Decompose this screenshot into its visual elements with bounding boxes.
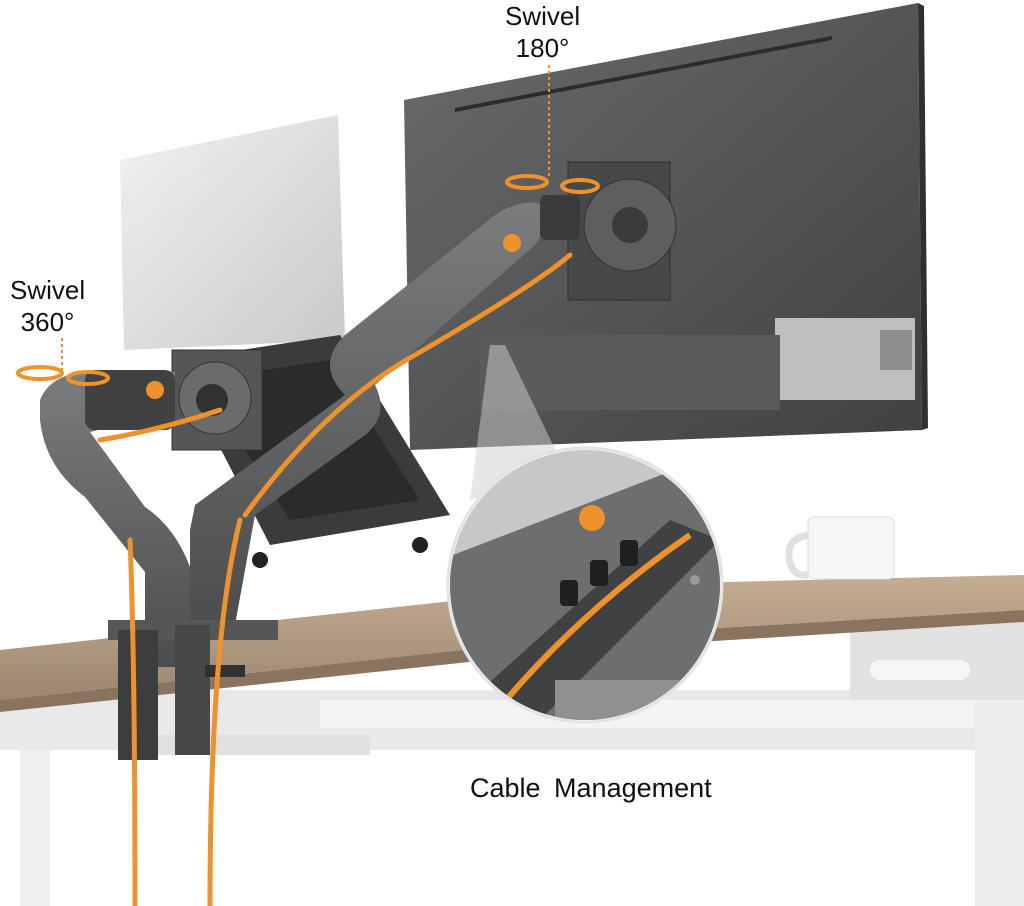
desk-clamps bbox=[108, 620, 278, 760]
swivel-180-label: Swivel 180° bbox=[505, 0, 580, 64]
swivel-360-label: Swivel 360° bbox=[10, 274, 85, 338]
cable-management-label: Cable Management bbox=[470, 773, 712, 803]
monitor-arm-right bbox=[190, 195, 580, 625]
swivel-arrow-left-icon bbox=[16, 338, 110, 386]
swivel-arrow-right-icon bbox=[505, 65, 600, 194]
vesa-plate-left bbox=[171, 349, 263, 451]
swivel-360-title: Swivel bbox=[10, 275, 86, 305]
swivel-360-degrees: 360° bbox=[20, 307, 75, 337]
coffee-mug bbox=[785, 516, 895, 580]
swivel-180-title: Swivel bbox=[505, 1, 581, 31]
monitor-arm-left bbox=[40, 370, 190, 667]
vesa-plate-right bbox=[567, 161, 677, 301]
swivel-180-degrees: 180° bbox=[515, 33, 570, 63]
orange-cables bbox=[97, 252, 573, 906]
cable-management-zoom bbox=[446, 446, 724, 724]
